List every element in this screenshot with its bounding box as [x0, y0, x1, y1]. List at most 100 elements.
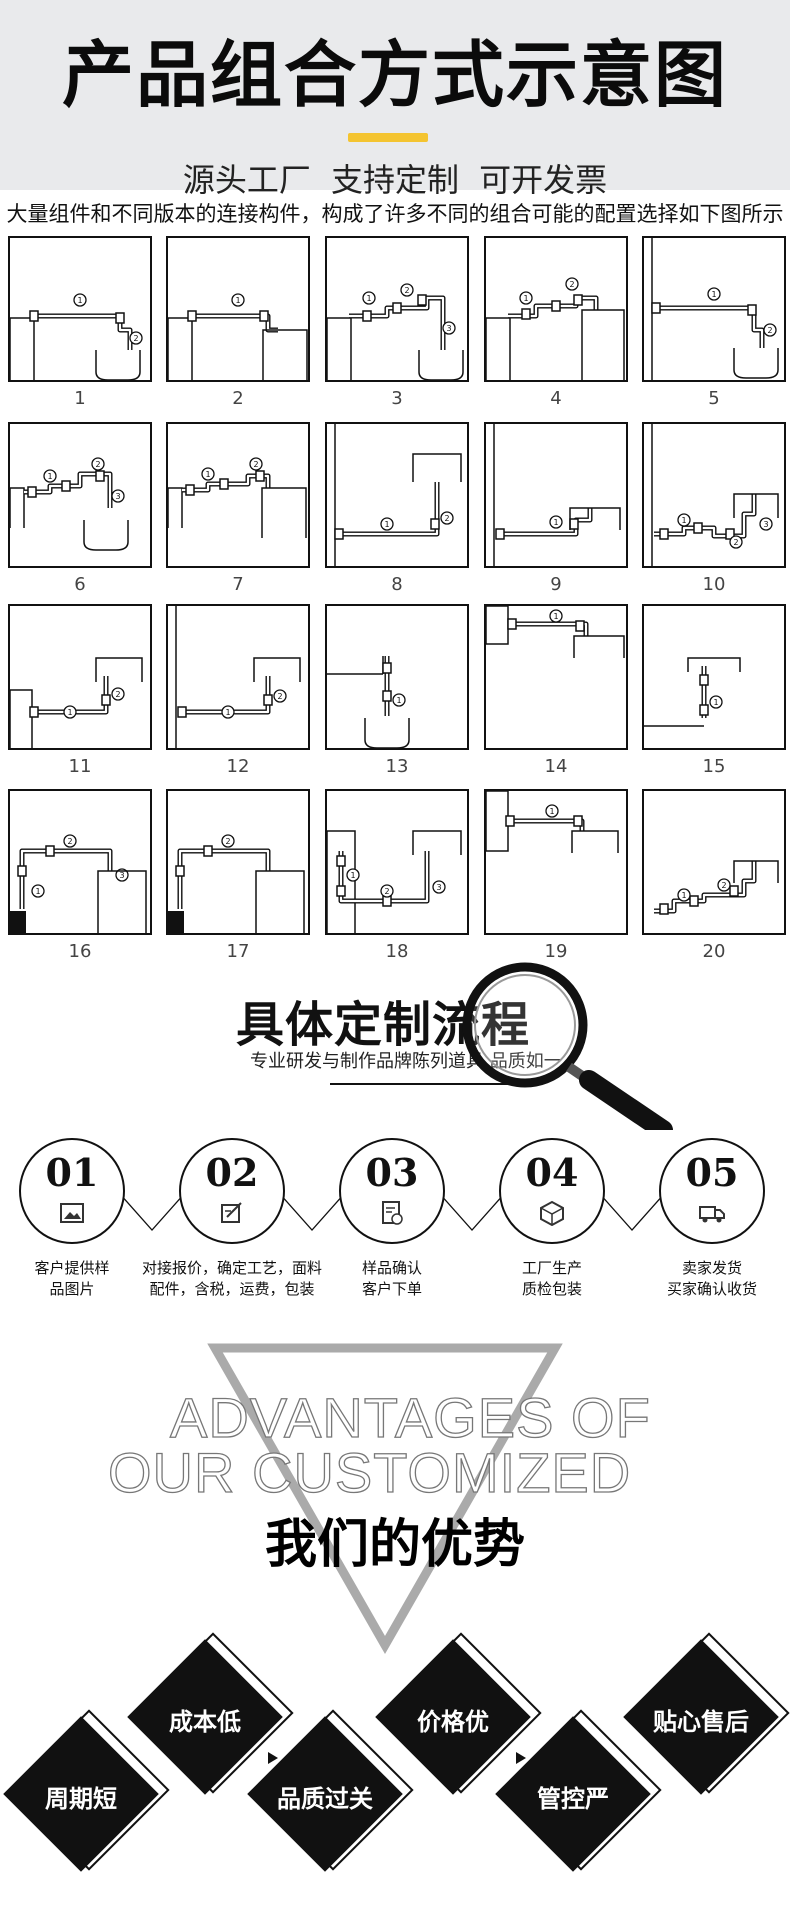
process-step-label: 工厂生产质检包装 — [452, 1258, 652, 1300]
advantage-item: 品质过关 — [247, 1709, 414, 1872]
advantage-item: 成本低 — [127, 1632, 294, 1795]
advantages-triangle — [207, 1343, 563, 1655]
svg-text:2: 2 — [404, 286, 409, 295]
intro-text: 大量组件和不同版本的连接构件，构成了许多不同的组合可能的配置选择如下图所示 — [6, 202, 784, 226]
advantage-label: 品质过关 — [277, 1785, 373, 1813]
pipe-diagram-icon: 12 — [334, 424, 462, 566]
config-number: 8 — [391, 574, 403, 595]
process-title: 具体定制流程 — [236, 997, 531, 1053]
advantage-label: 价格优 — [417, 1708, 489, 1736]
pipe-diagram-icon: 1 — [168, 293, 308, 380]
config-number: 15 — [702, 756, 726, 777]
arrow-icon — [268, 1752, 278, 1764]
svg-text:1: 1 — [77, 296, 82, 305]
config-diagram-2: 1 — [166, 236, 310, 382]
config-number: 5 — [708, 388, 720, 409]
svg-text:1: 1 — [35, 887, 40, 896]
pipe-diagram-icon: 12 — [10, 293, 143, 380]
arrow-icon — [516, 1752, 526, 1764]
pipe-diagram-icon: 12 — [651, 238, 779, 380]
svg-text:2: 2 — [444, 514, 449, 523]
step-label-line2: 品图片 — [49, 1280, 95, 1298]
pipe-diagram-icon: 1 — [486, 606, 625, 658]
svg-text:1: 1 — [553, 612, 558, 621]
process-step-05: 05 — [659, 1138, 765, 1244]
pipe-diagram-icon: 1 — [327, 656, 410, 748]
step-label-line2: 质检包装 — [521, 1280, 582, 1298]
step-label-line1: 客户提供样 — [34, 1259, 110, 1277]
svg-text:1: 1 — [366, 294, 371, 303]
config-diagram-13: 1 — [325, 604, 469, 750]
svg-text:1: 1 — [384, 520, 389, 529]
svg-text:3: 3 — [436, 883, 441, 892]
process-step-02: 02 — [179, 1138, 285, 1244]
page-subtitle: 源头工厂 支持定制 可开发票 — [182, 161, 608, 199]
pipe-diagram-icon: 12 — [168, 457, 307, 538]
pipe-diagram-icon: 12 — [486, 277, 625, 380]
config-number: 19 — [544, 941, 568, 962]
svg-text:1: 1 — [711, 290, 716, 299]
step-label-line2: 买家确认收货 — [666, 1280, 757, 1298]
step-number: 02 — [205, 1150, 259, 1195]
svg-text:2: 2 — [721, 881, 726, 890]
box-icon — [540, 1200, 564, 1226]
svg-text:2: 2 — [569, 280, 574, 289]
config-number: 14 — [544, 756, 568, 777]
step-label-line2: 配件，含税，运费，包装 — [149, 1280, 315, 1298]
svg-text:2: 2 — [67, 837, 72, 846]
svg-text:2: 2 — [277, 692, 282, 701]
edit-icon — [221, 1202, 242, 1223]
config-number: 9 — [550, 574, 562, 595]
process-step-03: 03 — [339, 1138, 445, 1244]
advantage-item: 管控严 — [495, 1709, 662, 1872]
svg-text:3: 3 — [115, 492, 120, 501]
svg-text:1: 1 — [396, 696, 401, 705]
magnifier-icon — [462, 962, 673, 1130]
config-number: 18 — [385, 941, 409, 962]
svg-text:1: 1 — [350, 871, 355, 880]
step-number: 04 — [525, 1150, 579, 1195]
step-label-line1: 工厂生产 — [521, 1259, 582, 1277]
svg-text:1: 1 — [713, 698, 718, 707]
step-label-line1: 对接报价，确定工艺，面料 — [141, 1259, 322, 1277]
process-step-04: 04 — [499, 1138, 605, 1244]
svg-text:2: 2 — [133, 334, 138, 343]
svg-text:1: 1 — [47, 472, 52, 481]
config-diagram-16: 2 1 3 — [8, 789, 152, 935]
svg-text:1: 1 — [523, 294, 528, 303]
invoice-icon — [382, 1201, 403, 1225]
svg-text:2: 2 — [253, 460, 258, 469]
config-number: 6 — [74, 574, 86, 595]
config-number: 7 — [232, 574, 244, 595]
pipe-diagram-icon: 2 1 3 — [10, 834, 147, 933]
svg-text:3: 3 — [763, 520, 768, 529]
truck-icon — [699, 1206, 725, 1223]
page-title: 产品组合方式示意图 — [61, 33, 728, 117]
config-number: 3 — [391, 388, 403, 409]
svg-text:1: 1 — [205, 470, 210, 479]
config-number: 16 — [68, 941, 92, 962]
process-step-label: 样品确认客户下单 — [292, 1258, 492, 1300]
step-number: 03 — [365, 1150, 419, 1195]
config-number: 17 — [226, 941, 250, 962]
svg-text:3: 3 — [119, 871, 124, 880]
process-step-label: 卖家发货买家确认收货 — [612, 1258, 790, 1300]
pipe-diagram-icon: 1 2 3 — [327, 283, 464, 380]
advantage-label: 成本低 — [169, 1708, 241, 1736]
accent-bar — [348, 133, 428, 142]
image-icon — [60, 1203, 84, 1223]
pipe-diagram-icon: 12 — [10, 657, 143, 748]
config-number: 4 — [550, 388, 562, 409]
pipe-diagram-icon: 2 — [168, 834, 305, 933]
svg-text:3: 3 — [446, 324, 451, 333]
